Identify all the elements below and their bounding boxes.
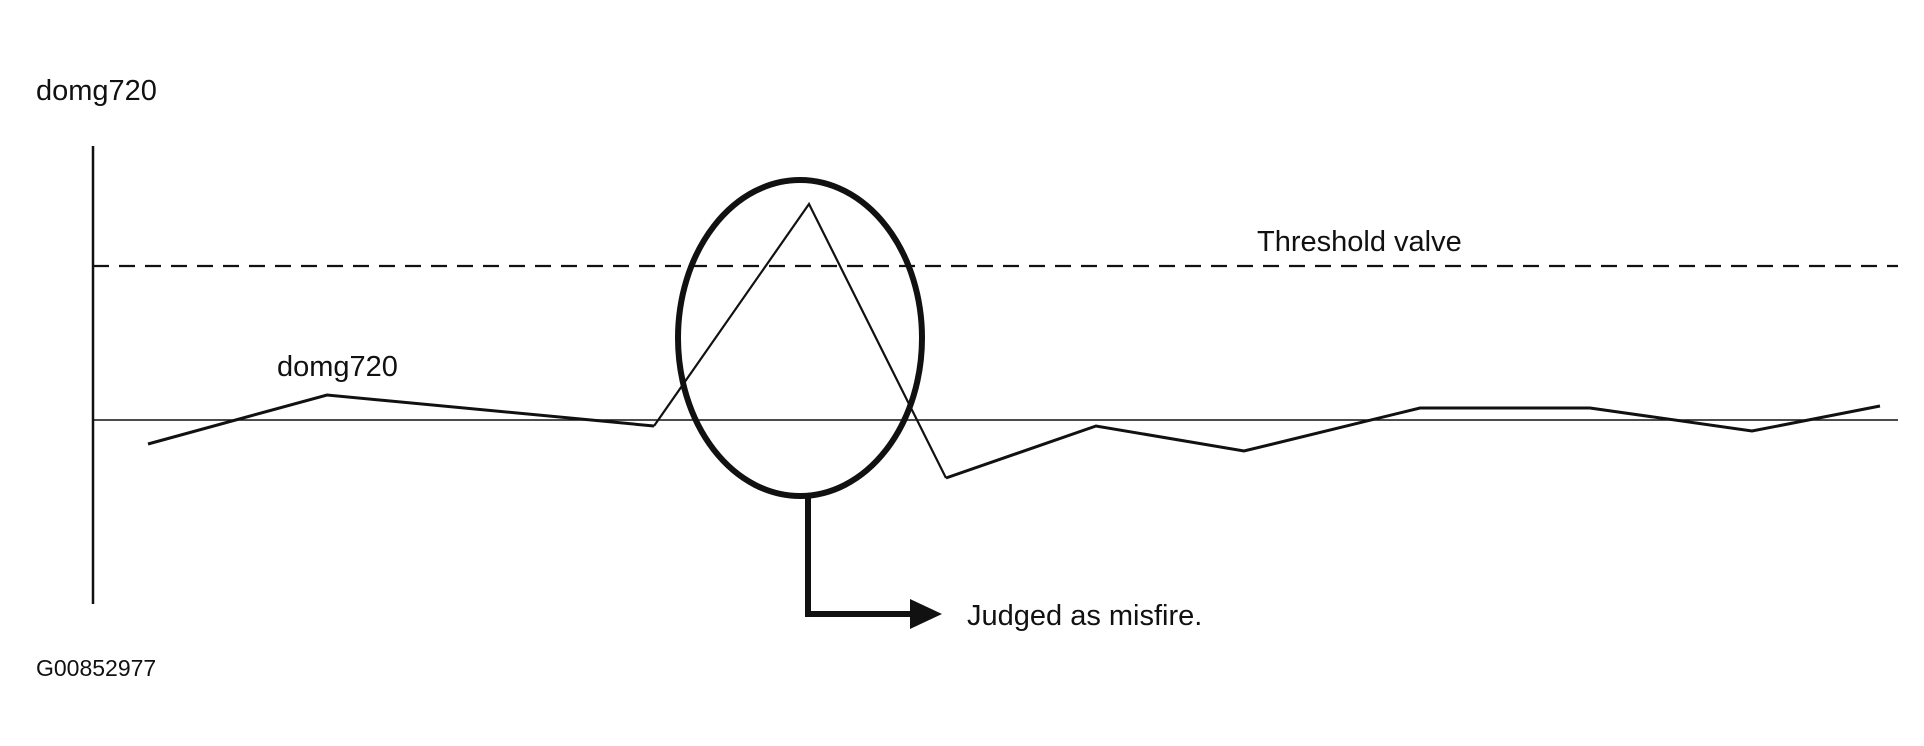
signal-spike — [653, 201, 947, 479]
figure-code: G00852977 — [36, 655, 156, 681]
signal-line-right — [945, 404, 1881, 480]
arrow-head-icon — [910, 599, 942, 629]
signal-line-left — [147, 393, 655, 446]
misfire-annotation: Judged as misfire. — [967, 600, 1202, 632]
threshold-label: Threshold valve — [1257, 226, 1462, 258]
signal-label: domg720 — [277, 351, 398, 383]
misfire-leader-line — [805, 496, 912, 617]
misfire-highlight-ellipse — [675, 177, 925, 499]
y-axis-label: domg720 — [36, 75, 157, 107]
